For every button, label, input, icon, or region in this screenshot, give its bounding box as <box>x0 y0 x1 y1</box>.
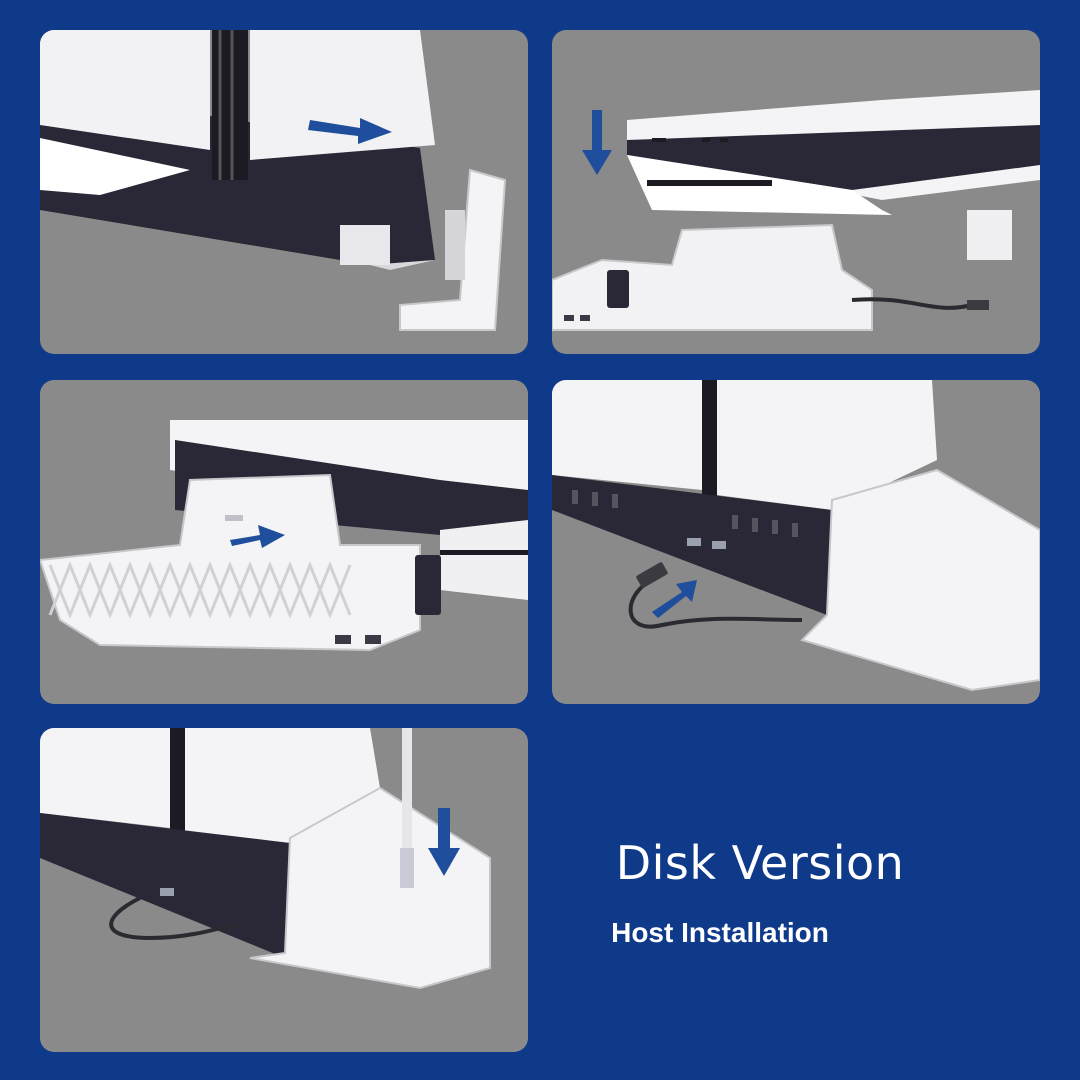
step-5-illustration <box>40 728 491 990</box>
stand-grille <box>48 560 352 620</box>
base-stand <box>800 468 1040 692</box>
disc-slot <box>440 550 528 555</box>
disc-drive-tray <box>40 138 190 195</box>
arrow-right-icon <box>230 525 285 548</box>
usb-plug <box>967 300 989 310</box>
step-4-illustration <box>552 380 1040 692</box>
usb-port <box>365 635 381 644</box>
usb-port <box>335 635 351 644</box>
page-subtitle: Host Installation <box>611 917 829 948</box>
stand-badge <box>415 555 441 615</box>
vent-grid <box>572 490 798 537</box>
stand-piece <box>399 168 507 331</box>
usb-port <box>580 315 590 321</box>
step-2-panel <box>552 30 1040 354</box>
usb-plug <box>636 562 668 588</box>
console-vent-slot <box>702 380 717 500</box>
console-white-cover-right <box>250 30 435 160</box>
console-vent-slot <box>170 728 185 838</box>
base-stand <box>249 786 491 990</box>
usb-port <box>564 315 574 321</box>
stand-badge <box>607 270 629 308</box>
disc-slot <box>647 180 772 186</box>
base-stand <box>552 223 873 331</box>
stand-foot <box>967 210 1012 260</box>
usb-port <box>160 888 174 896</box>
page-title: Disk Version <box>615 836 905 890</box>
console-black-body <box>40 813 295 958</box>
screw <box>225 515 243 521</box>
screwdriver-tip <box>400 848 414 888</box>
console-black-body <box>627 125 1040 190</box>
step-4-panel <box>552 380 1040 704</box>
arrow-right-icon <box>308 118 392 144</box>
usb-cable <box>851 297 973 310</box>
arrow-up-right-icon <box>652 580 697 618</box>
usb-port <box>712 541 726 549</box>
step-1-panel <box>40 30 528 354</box>
step-1-illustration <box>40 30 507 331</box>
step-3-illustration <box>40 420 528 652</box>
usb-cable <box>109 896 241 941</box>
arrow-down-icon <box>428 808 460 876</box>
step-2-illustration <box>552 90 1040 331</box>
usb-cable <box>628 578 803 629</box>
console-white-cover-left <box>552 380 702 490</box>
console-vent-slot <box>212 30 248 180</box>
screwdriver-shaft <box>402 728 412 848</box>
step-5-panel <box>40 728 528 1052</box>
step-3-panel <box>40 380 528 704</box>
console-white-cover-left <box>40 728 170 828</box>
console-white-cover-right <box>717 380 937 510</box>
console-white-cover-left <box>40 30 210 150</box>
usb-port <box>687 538 701 546</box>
arrow-down-icon <box>582 110 612 175</box>
